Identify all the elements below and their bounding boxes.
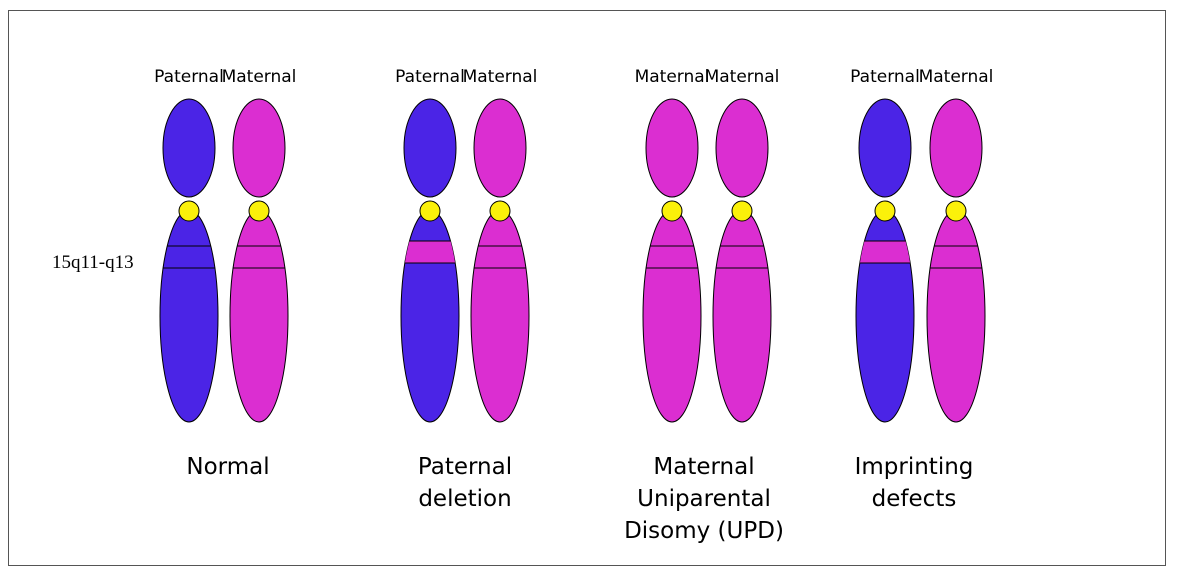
centromere — [946, 201, 966, 221]
panel-caption: Imprinting — [855, 454, 974, 480]
centromere — [732, 201, 752, 221]
panel-caption: Maternal — [653, 454, 754, 480]
centromere — [249, 201, 269, 221]
panel-caption: Disomy (UPD) — [624, 518, 784, 544]
chromosome-label: Maternal — [635, 67, 710, 87]
centromere — [875, 201, 895, 221]
chromosome-label: Paternal — [395, 67, 465, 87]
chromosome-label: Maternal — [222, 67, 297, 87]
panel-caption: defects — [872, 486, 957, 512]
chromosome-label: Paternal — [154, 67, 224, 87]
lower-arm — [643, 210, 701, 422]
panel-caption: Uniparental — [637, 486, 771, 512]
lower-arm — [160, 210, 218, 422]
upper-arm — [930, 99, 982, 197]
panel-caption: deletion — [418, 486, 511, 512]
upper-arm — [163, 99, 215, 197]
chromosome-label: Paternal — [850, 67, 920, 87]
centromere — [420, 201, 440, 221]
upper-arm — [404, 99, 456, 197]
upper-arm — [859, 99, 911, 197]
lower-arm — [471, 210, 529, 422]
lower-arm — [713, 210, 771, 422]
region-label: 15q11-q13 — [52, 252, 134, 273]
chromosome-label: Maternal — [919, 67, 994, 87]
lower-arm — [927, 210, 985, 422]
upper-arm — [716, 99, 768, 197]
centromere — [179, 201, 199, 221]
panel-caption: Paternal — [418, 454, 512, 480]
chromosome-label: Maternal — [705, 67, 780, 87]
lower-arm — [230, 210, 288, 422]
upper-arm — [233, 99, 285, 197]
upper-arm — [474, 99, 526, 197]
panel-caption: Normal — [186, 454, 269, 480]
chromosome-label: Maternal — [463, 67, 538, 87]
centromere — [490, 201, 510, 221]
upper-arm — [646, 99, 698, 197]
centromere — [662, 201, 682, 221]
